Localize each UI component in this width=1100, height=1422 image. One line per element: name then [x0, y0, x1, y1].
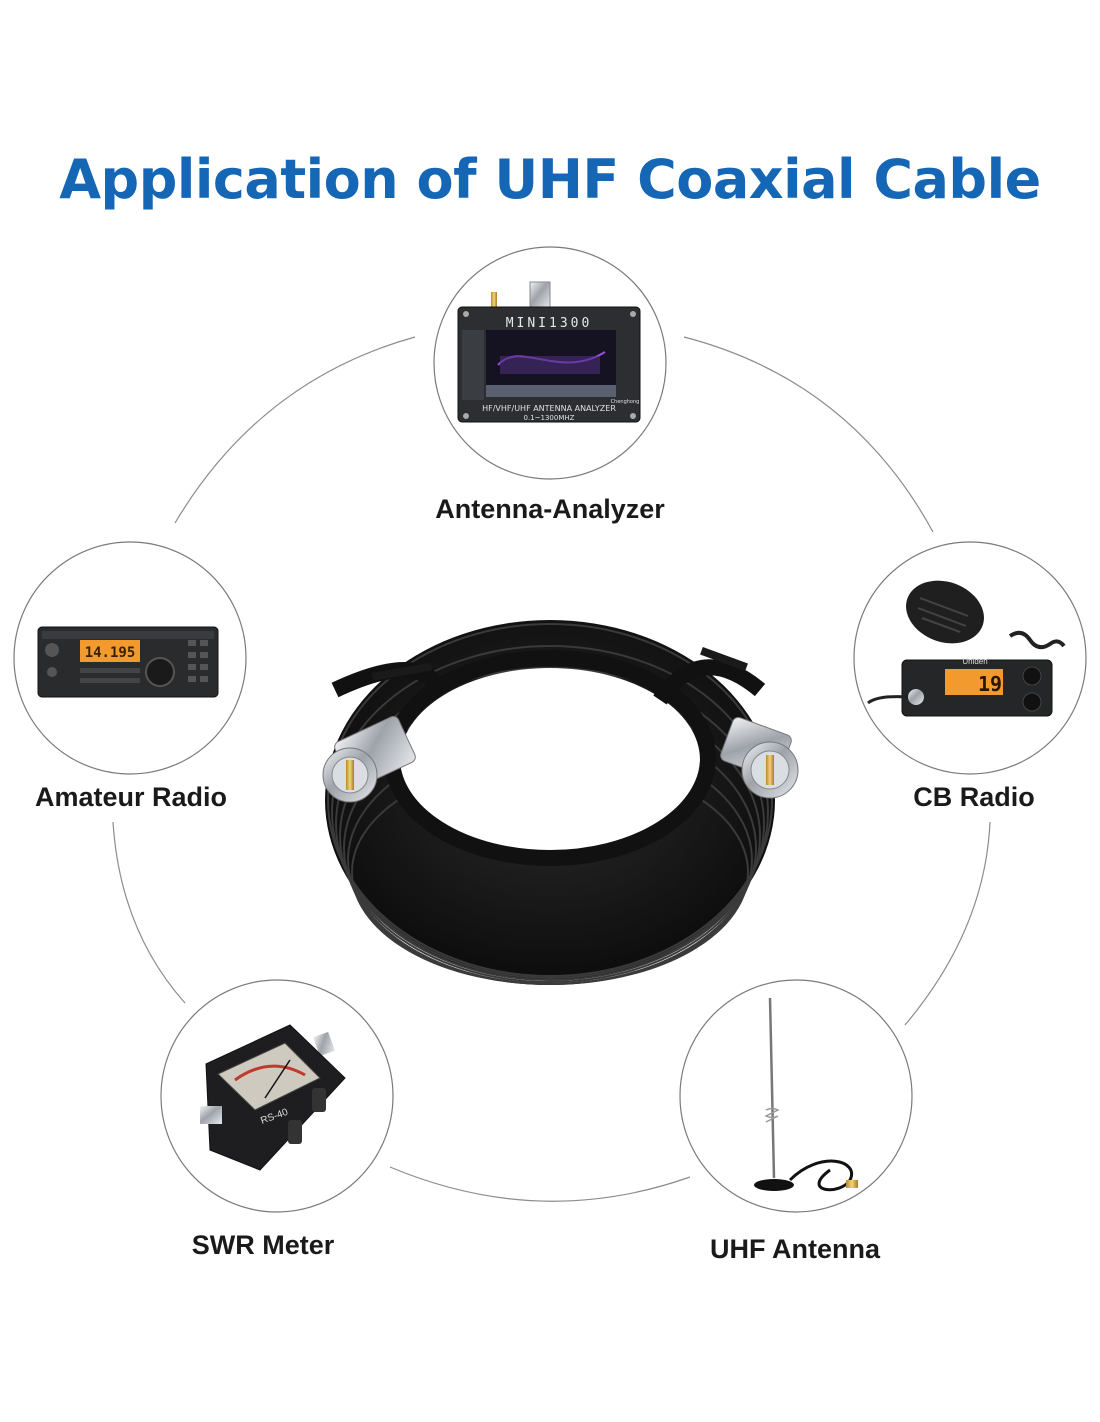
uhf-antenna-device [754, 997, 858, 1192]
arc-analyzer-amateur [174, 336, 416, 524]
analyzer-subtitle: HF/VHF/UHF ANTENNA ANALYZER [482, 404, 616, 413]
arc-cb-uhf [904, 821, 991, 1026]
label-swr-meter: SWR Meter [191, 1230, 335, 1260]
arc-swr-uhf [389, 1166, 691, 1202]
cb-brand: Uniden [962, 657, 987, 666]
left-uhf-connector [322, 716, 416, 803]
amateur-radio-device: 14.195 [37, 626, 219, 698]
analyzer-maker: Chenghong [611, 399, 640, 405]
right-uhf-connector [720, 716, 799, 799]
amateur-display-text: 14.195 [85, 645, 136, 661]
antenna-analyzer-device: MINI1300 HF/VHF/UHF ANTENNA ANALYZER 0.1… [457, 281, 641, 423]
connector-arcs [112, 336, 991, 1202]
label-cb-radio: CB Radio [913, 782, 1035, 812]
page-title: Application of UHF Coaxial Cable [59, 148, 1041, 211]
arc-analyzer-cb [683, 336, 934, 533]
analyzer-brand-text: MINI1300 [506, 316, 593, 331]
label-amateur-radio: Amateur Radio [34, 782, 228, 812]
arc-amateur-swr [112, 821, 186, 1004]
label-antenna-analyzer: Antenna-Analyzer [435, 494, 665, 524]
swr-meter-device: RS-40 [200, 1024, 346, 1171]
circle-uhf-antenna [679, 979, 913, 1213]
coax-cable-coil [322, 620, 799, 985]
cb-radio-device: Uniden 19 [867, 580, 1066, 717]
analyzer-range: 0.1~1300MHZ [524, 414, 575, 422]
cb-channel: 19 [978, 672, 1002, 696]
label-uhf-antenna: UHF Antenna [710, 1234, 880, 1264]
